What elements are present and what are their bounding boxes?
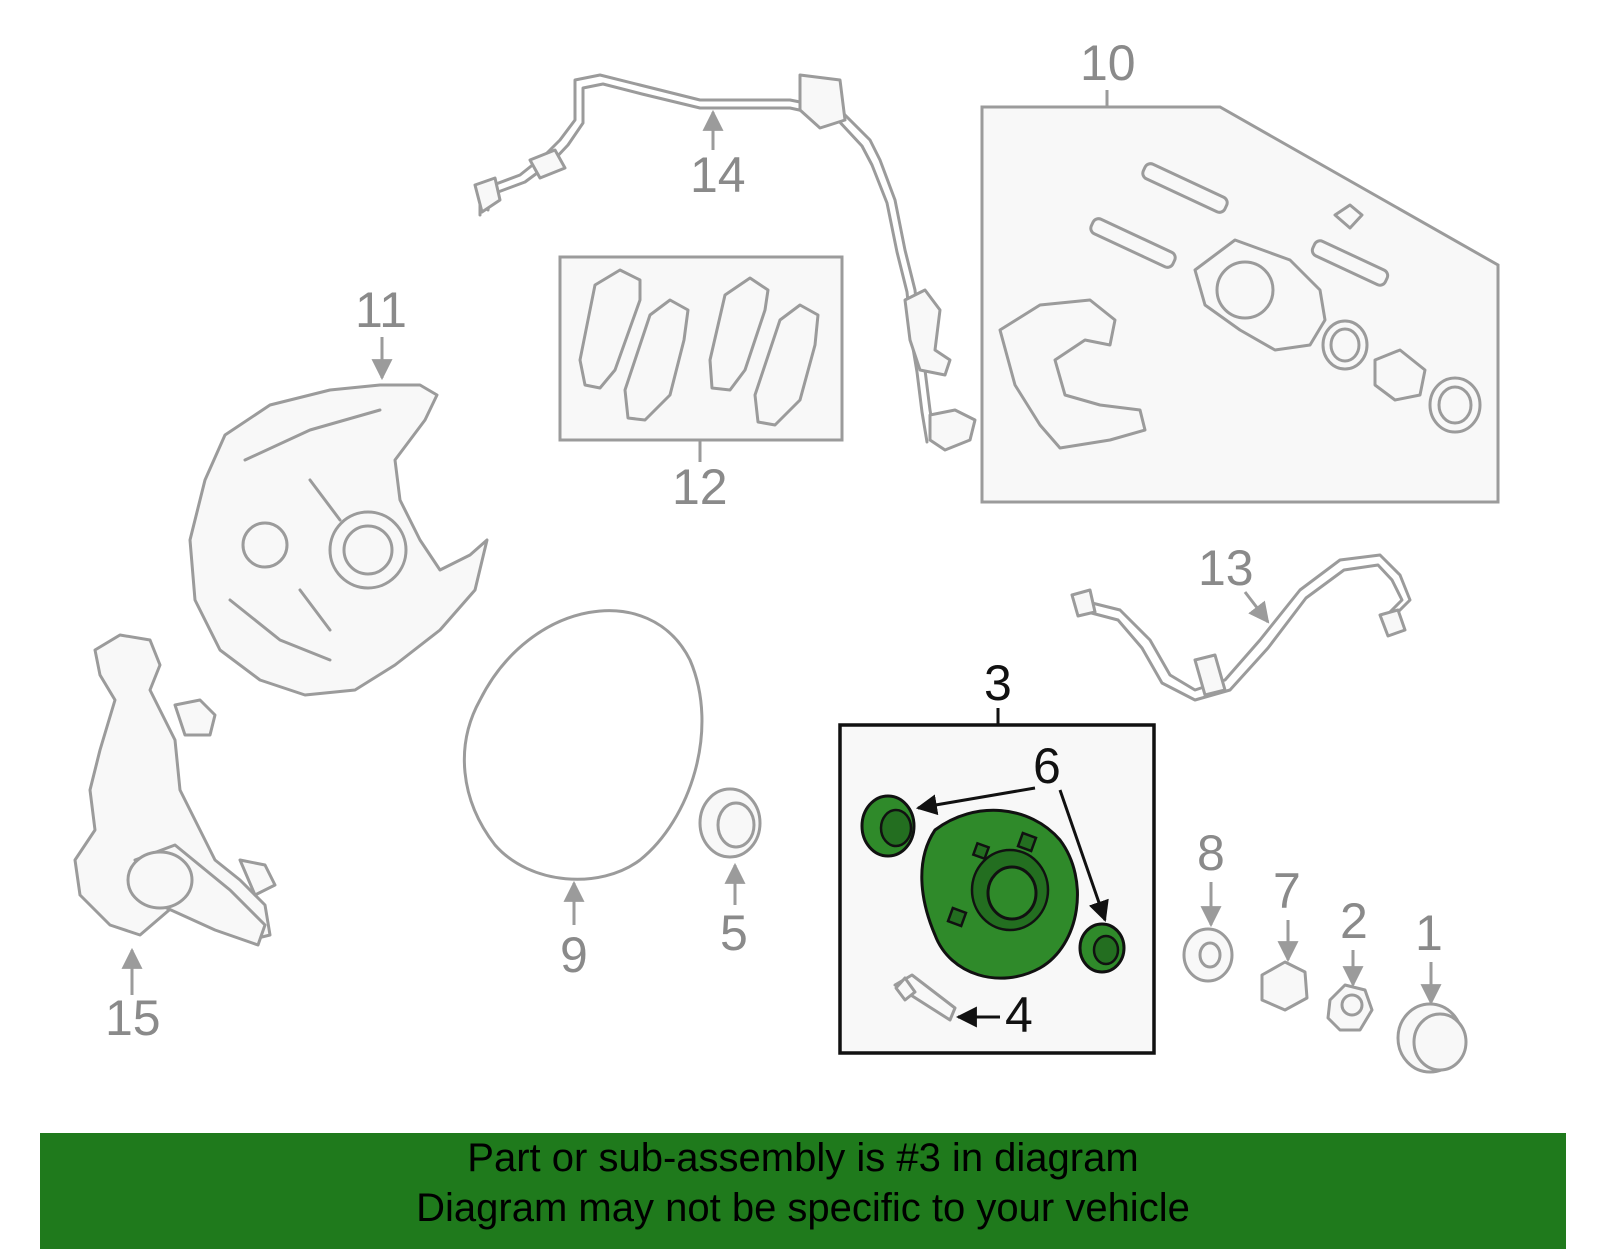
callout-14: 14 [690, 147, 746, 203]
part-5-seal[interactable] [698, 787, 762, 859]
callout-12: 12 [672, 459, 728, 515]
callout-13-arrow [1243, 591, 1270, 624]
callout-5: 5 [720, 905, 748, 961]
part-7-nut[interactable] [1260, 960, 1309, 1012]
part-2-lock-nut[interactable] [1326, 983, 1374, 1032]
callout-1: 1 [1415, 905, 1443, 961]
callout-4: 4 [1005, 987, 1033, 1043]
callout-10: 10 [1080, 35, 1136, 91]
part-9-rotor[interactable] [462, 609, 704, 881]
callout-15: 15 [105, 990, 161, 1046]
callout-7: 7 [1273, 863, 1301, 919]
part-6-bearing-left[interactable] [860, 794, 916, 858]
part-3-hub-assembly[interactable] [838, 723, 1156, 1055]
banner-line-2: Diagram may not be specific to your vehi… [416, 1186, 1190, 1230]
callout-11: 11 [355, 282, 407, 338]
part-4-hub-bolt[interactable] [893, 973, 957, 1022]
info-banner: Part or sub-assembly is #3 in diagram Di… [40, 1133, 1566, 1249]
part-15-steering-knuckle[interactable] [73, 633, 277, 947]
callout-6-arrow-right [1058, 789, 1109, 922]
callout-6-arrow-left [915, 786, 1036, 816]
part-6-bearing-right[interactable] [1078, 922, 1126, 974]
part-10-caliper-assembly[interactable] [980, 105, 1500, 504]
callout-3: 3 [984, 655, 1012, 711]
callout-8: 8 [1197, 825, 1225, 881]
part-11-splash-shield[interactable] [188, 383, 489, 697]
callout-6: 6 [1033, 738, 1061, 794]
part-14-abs-sensor-wire[interactable] [473, 73, 977, 452]
part-1-grease-cap[interactable] [1396, 1002, 1468, 1074]
banner-line-1: Part or sub-assembly is #3 in diagram [467, 1136, 1139, 1180]
callout-2: 2 [1340, 893, 1368, 949]
part-12-brake-pads[interactable] [558, 255, 844, 442]
part-8-washer[interactable] [1182, 927, 1234, 983]
callout-13: 13 [1198, 540, 1254, 596]
part-13-brake-hose[interactable] [1070, 553, 1412, 702]
callout-9: 9 [560, 927, 588, 983]
